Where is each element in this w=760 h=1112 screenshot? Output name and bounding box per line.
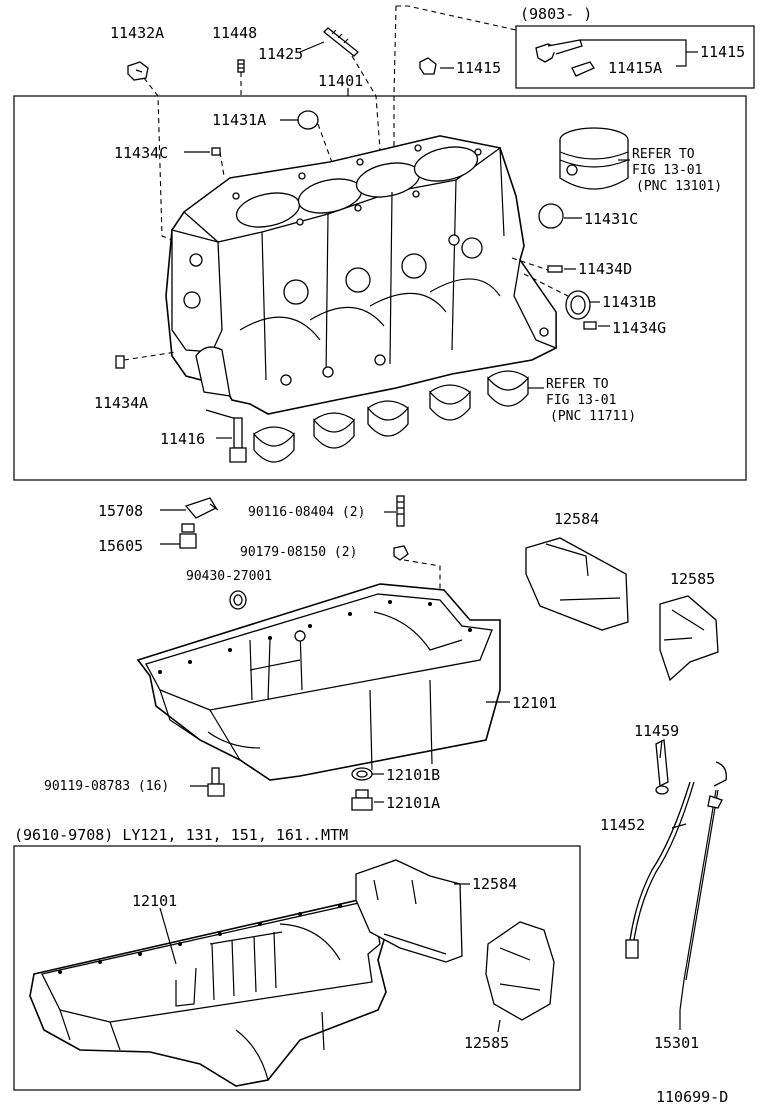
footer-code: 110699-D: [656, 1088, 728, 1106]
label-11452: 11452: [600, 816, 645, 834]
label-90179: 90179-08150 (2): [240, 545, 357, 560]
label-90119: 90119-08783 (16): [44, 779, 169, 794]
label-12584-bottom: 12584: [472, 875, 517, 893]
variant-frame: [13, 845, 581, 1091]
oil-pan-variant-drawing: [29, 895, 387, 1087]
label-11401: 11401: [318, 72, 363, 90]
nut-90179-drawing: [393, 545, 409, 561]
refer-piston-line2: FIG 13-01: [632, 163, 702, 178]
stud-11425-drawing: [323, 27, 359, 57]
plug-11432A-drawing: [127, 61, 149, 81]
label-11448: 11448: [212, 24, 257, 42]
bolt-11416-drawing: [229, 417, 247, 463]
refer-piston-line1: REFER TO: [632, 147, 695, 162]
switch-15605-drawing: [179, 523, 197, 549]
label-90430: 90430-27001: [186, 569, 272, 584]
refer-bearing-line2: FIG 13-01: [546, 393, 616, 408]
pin-11434A-drawing: [115, 355, 125, 369]
label-11434A: 11434A: [94, 394, 148, 412]
pin-11448-drawing: [237, 59, 245, 73]
label-11431C: 11431C: [584, 210, 638, 228]
cylinder-block-drawing: [165, 135, 557, 421]
baffle-12585-drawing: [659, 595, 719, 682]
ring-11459-drawing: [655, 738, 669, 795]
bolt-11415-drawing: [419, 57, 437, 75]
label-12584-top: 12584: [554, 510, 599, 528]
pin-11434G-drawing: [583, 321, 597, 330]
label-90116: 90116-08404 (2): [248, 505, 365, 520]
gasket-90430-drawing: [229, 590, 247, 610]
label-12101-top: 12101: [512, 694, 557, 712]
label-11425: 11425: [258, 45, 303, 63]
label-12101A: 12101A: [386, 794, 440, 812]
label-11434G: 11434G: [612, 319, 666, 337]
label-11431B: 11431B: [602, 293, 656, 311]
label-12101-bottom: 12101: [132, 892, 177, 910]
label-11415A: 11415A: [608, 59, 662, 77]
refer-bearing-line1: REFER TO: [546, 377, 609, 392]
inset-date-range: (9803- ): [520, 5, 592, 23]
plug-11431B-drawing: [565, 290, 591, 320]
bracket-11415-drawing: [535, 39, 595, 77]
pin-11434C-drawing: [211, 147, 221, 156]
dipstick-15301-drawing: [679, 761, 727, 1011]
label-11434C: 11434C: [114, 144, 168, 162]
label-11431A: 11431A: [212, 111, 266, 129]
pin-11434D-drawing: [547, 265, 563, 273]
piston-drawing: [559, 127, 629, 190]
sensor-15708-drawing: [184, 497, 219, 519]
label-15708: 15708: [98, 502, 143, 520]
label-12101B: 12101B: [386, 766, 440, 784]
stud-90116-drawing: [396, 495, 405, 527]
dipstick-guide-11452-drawing: [625, 781, 695, 959]
label-11432A: 11432A: [110, 24, 164, 42]
cylinder-block-frame: [13, 95, 747, 481]
plug-11431C-drawing: [538, 203, 564, 229]
gasket-12101B-drawing: [351, 767, 373, 781]
inset-box-11415: (9803- ) 11415A 11415: [515, 5, 755, 89]
label-11415-inset: 11415: [700, 43, 745, 61]
label-11434D: 11434D: [578, 260, 632, 278]
baffle-12584-variant-drawing: [355, 859, 463, 963]
label-11415-top: 11415: [456, 59, 501, 77]
bolt-90119-drawing: [207, 767, 225, 797]
baffle-12585-variant-drawing: [485, 921, 555, 1021]
label-12585-top: 12585: [670, 570, 715, 588]
refer-piston-line3: (PNC 13101): [636, 179, 722, 194]
baffle-12584-drawing: [525, 537, 629, 631]
oil-pan-12101-drawing: [136, 583, 501, 781]
label-11459: 11459: [634, 722, 679, 740]
callout-labels: 11432A 11448 11425 11415 11401 11431A 11…: [14, 24, 728, 1106]
plug-11431A-drawing: [297, 110, 319, 130]
plug-12101A-drawing: [351, 789, 373, 811]
label-15301: 15301: [654, 1034, 699, 1052]
refer-bearing-line3: (PNC 11711): [550, 409, 636, 424]
label-11416: 11416: [160, 430, 205, 448]
label-15605: 15605: [98, 537, 143, 555]
bearing-caps-drawing: [253, 370, 529, 463]
variant-caption: (9610-9708) LY121, 131, 151, 161..MTM: [14, 826, 348, 844]
label-12585-bottom: 12585: [464, 1034, 509, 1052]
